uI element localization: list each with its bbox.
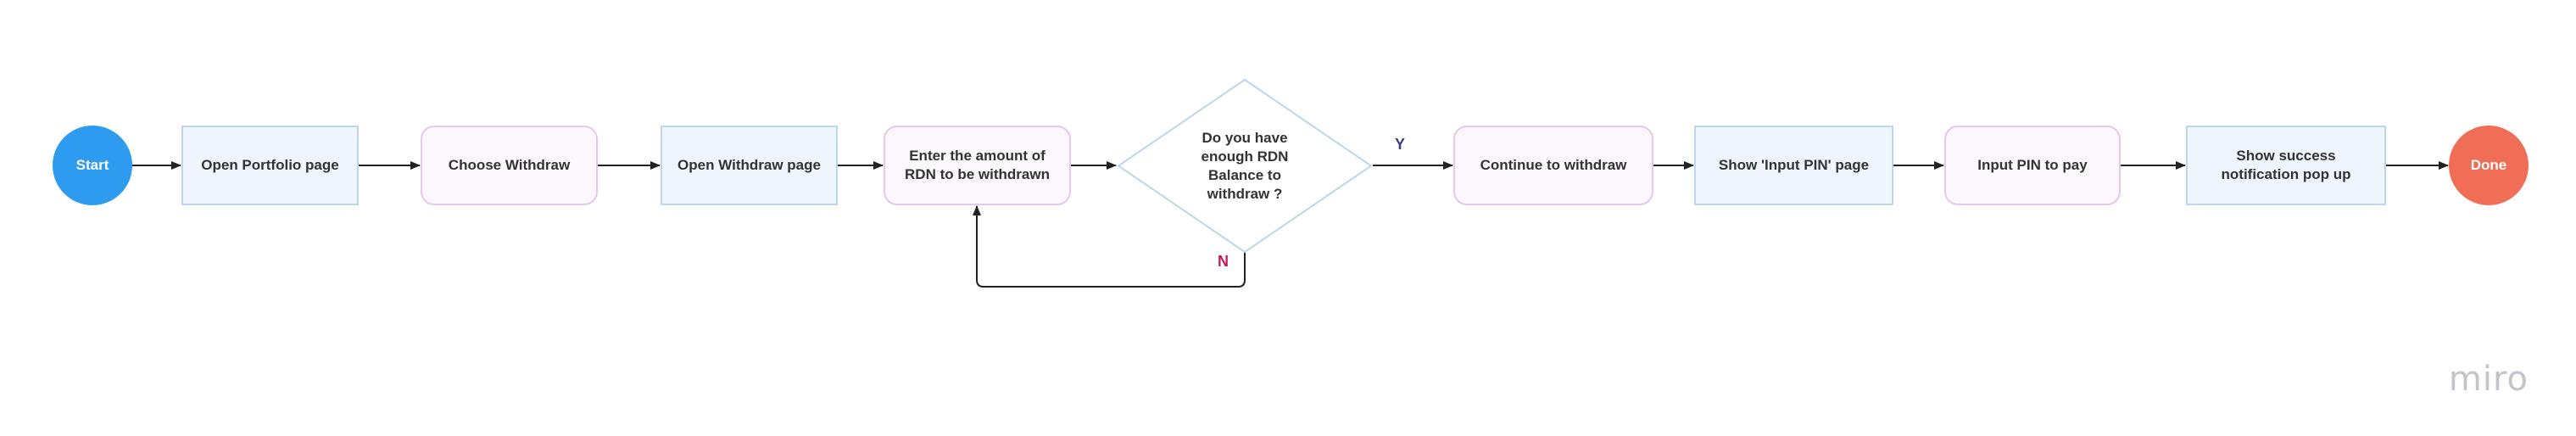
show-input-pin-page-node[interactable]: Show 'Input PIN' page bbox=[1694, 126, 1893, 205]
open-withdraw-node[interactable]: Open Withdraw page bbox=[661, 126, 838, 205]
show-success-node[interactable]: Show success notification pop up bbox=[2186, 126, 2386, 205]
start-node[interactable]: Start bbox=[53, 126, 132, 205]
done-node[interactable]: Done bbox=[2449, 126, 2529, 205]
yes-edge-label: Y bbox=[1395, 136, 1406, 153]
choose-withdraw-node[interactable]: Choose Withdraw bbox=[421, 126, 598, 205]
miro-logo: miro bbox=[2448, 360, 2529, 399]
enter-amount-node[interactable]: Enter the amount of RDN to be withdrawn bbox=[884, 126, 1071, 205]
continue-withdraw-node[interactable]: Continue to withdraw bbox=[1453, 126, 1653, 205]
no-edge-label: N bbox=[1218, 253, 1229, 270]
decision-label: Do you have enough RDN Balance to withdr… bbox=[1201, 130, 1289, 202]
open-portfolio-node[interactable]: Open Portfolio page bbox=[181, 126, 359, 205]
input-pin-node[interactable]: Input PIN to pay bbox=[1944, 126, 2121, 205]
edge-decision-no-loopback bbox=[973, 205, 1246, 288]
decision-diamond[interactable] bbox=[1117, 78, 1373, 254]
